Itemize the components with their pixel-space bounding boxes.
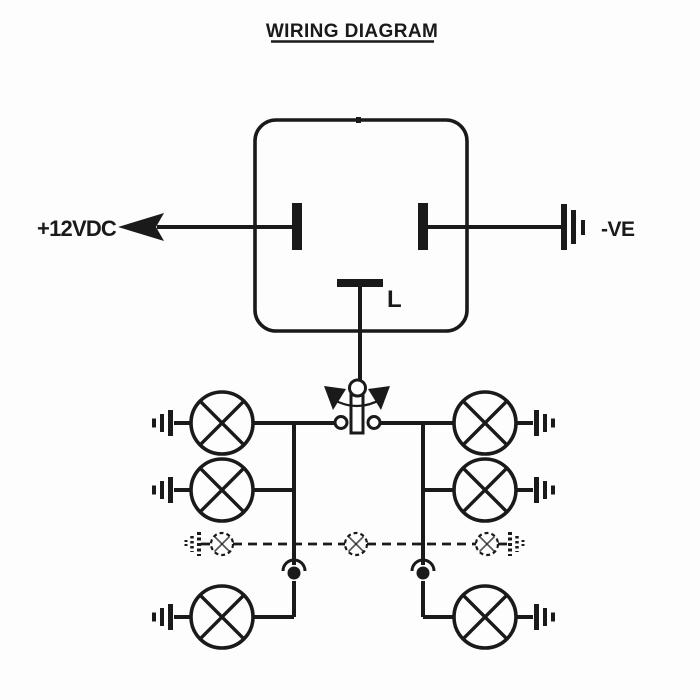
diagram-title: WIRING DIAGRAM [266,21,438,42]
swing-arrow-right-icon [368,386,390,410]
lamp-ground-icon [150,602,193,632]
chassis-ground-icon [561,204,585,250]
left-arrowhead-icon [118,213,164,241]
negative-label: -VE [601,218,635,241]
dashed-lamp-icon [209,531,235,557]
lamp-icon [189,457,255,523]
relay-top-tick [356,117,361,123]
lamp-ground-icon [514,602,557,632]
load-terminal-label: L [387,286,402,313]
lamp-icon [189,584,255,650]
dashed-lamp-icon [474,531,500,557]
lamp-icon [452,457,518,523]
relay-terminal-right [418,203,428,250]
lamp-icon [452,390,518,456]
relay-terminal-load [337,279,383,287]
dashed-ground-icon-right [508,530,525,558]
dashed-ground-icon-left [184,530,201,558]
dashed-lamp-icon [343,531,369,557]
lamp-icon [189,390,255,456]
toggle-lever-switch-icon [324,378,390,435]
lamp-icon [452,584,518,650]
lamp-ground-icon [514,475,557,505]
relay-terminal-left [292,203,302,250]
swing-arc [328,396,386,408]
swing-arrow-left-icon [324,386,346,410]
switch-contact-left [333,415,349,430]
lamp-ground-icon [514,408,557,438]
switch-pivot [348,378,367,398]
switch-contact-right [366,415,382,430]
switch-lever [349,393,365,435]
lamp-ground-icon [150,475,193,505]
lamp-ground-icon [150,408,193,438]
supply-label: +12VDC [37,216,117,241]
